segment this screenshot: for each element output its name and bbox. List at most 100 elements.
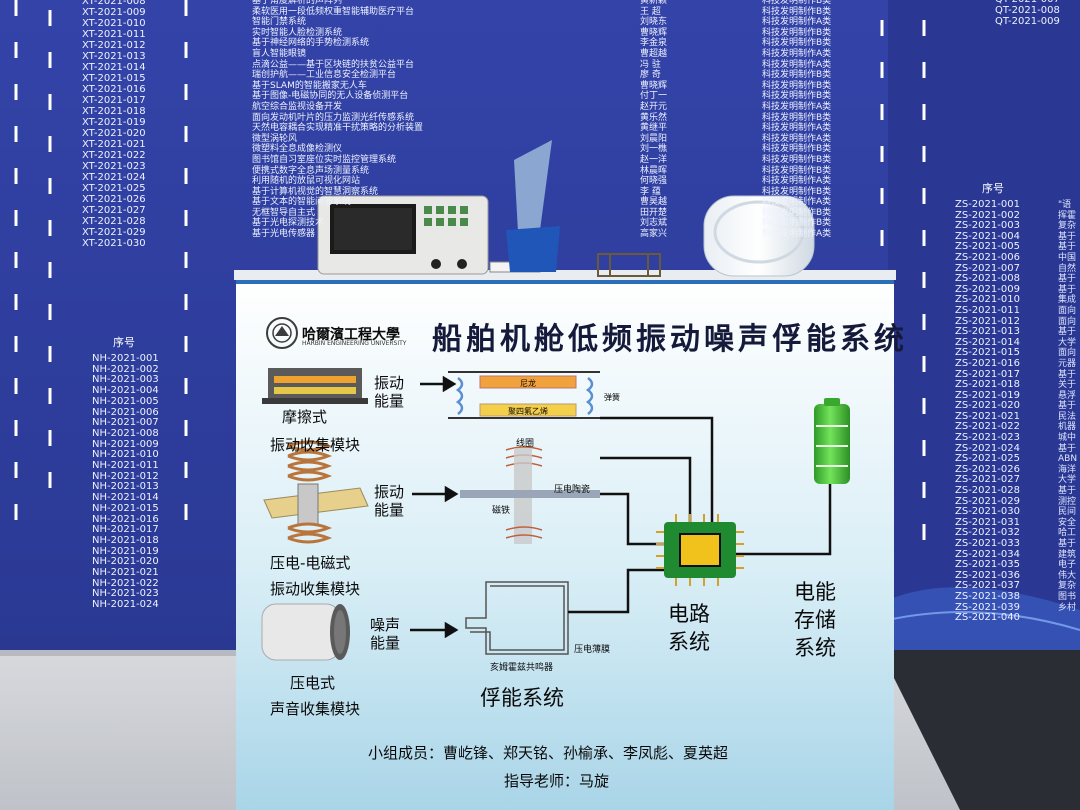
zs-side-text: "语 bbox=[1058, 200, 1072, 210]
zs-side-text: 民法 bbox=[1058, 411, 1077, 422]
nh-code: NH-2021-021 bbox=[92, 567, 159, 579]
zs-side-text: 基于 bbox=[1058, 284, 1077, 295]
nh-code: NH-2021-005 bbox=[92, 395, 159, 407]
backdrop-category-list: 科技发明制作B类科技发明制作B类科技发明制作A类科技发明制作B类科技发明制作B类… bbox=[762, 0, 831, 240]
zs-side-text: 自然 bbox=[1058, 263, 1077, 274]
participant-name: 黄乐然 bbox=[640, 112, 668, 123]
label-piezo-film: 压电薄膜 bbox=[574, 645, 611, 655]
zs-side-text: 悬浮 bbox=[1058, 390, 1077, 401]
zs-side-text: 乡村 bbox=[1058, 602, 1077, 613]
zs-code: ZS-2021-021 bbox=[955, 410, 1020, 422]
zs-side-text: 基于 bbox=[1058, 274, 1077, 285]
qt-code: QT-2021-009 bbox=[995, 16, 1060, 27]
zs-code: ZS-2021-027 bbox=[955, 474, 1020, 486]
participant-name: 廖 奇 bbox=[640, 70, 661, 81]
harvest-system-caption: 俘能系统 bbox=[480, 686, 564, 710]
project-category: 科技发明制作B类 bbox=[762, 80, 832, 91]
nh-code: NH-2021-023 bbox=[92, 588, 159, 600]
xt-code: XT-2021-015 bbox=[82, 73, 146, 84]
project-title: 无框智导自主式 bbox=[252, 207, 316, 218]
zs-code: ZS-2021-013 bbox=[955, 326, 1020, 338]
nh-code: NH-2021-008 bbox=[92, 427, 159, 439]
circuit-line2: 系统 bbox=[668, 630, 710, 654]
zs-code: ZS-2021-034 bbox=[955, 548, 1020, 560]
nh-code: NH-2021-006 bbox=[92, 406, 159, 418]
zs-side-text: 安全 bbox=[1058, 517, 1077, 528]
project-category: 科技发明制作A类 bbox=[762, 59, 832, 70]
project-category: 科技发明制作A类 bbox=[762, 123, 832, 134]
zs-side-text: 关于 bbox=[1058, 380, 1077, 391]
zs-side-text: 测控 bbox=[1058, 496, 1077, 507]
zs-side-text: 基于 bbox=[1058, 369, 1077, 380]
zs-code: ZS-2021-026 bbox=[955, 463, 1020, 475]
xt-code: XT-2021-009 bbox=[82, 7, 146, 18]
participant-name: 黄继平 bbox=[640, 123, 668, 134]
xt-code: XT-2021-025 bbox=[82, 183, 146, 194]
zs-side-text: 面向 bbox=[1058, 316, 1077, 327]
zs-code: ZS-2021-015 bbox=[955, 347, 1020, 359]
project-category: 科技发明制作A类 bbox=[762, 229, 832, 240]
nh-code: NH-2021-007 bbox=[92, 417, 159, 429]
project-title: 基于光电传感器 bbox=[252, 229, 316, 240]
storage-line2: 存储 bbox=[794, 608, 836, 632]
storage-line3: 系统 bbox=[794, 636, 836, 660]
advisor: 指导老师：马旋 bbox=[504, 772, 610, 790]
participant-name: 刘志斌 bbox=[640, 218, 668, 229]
participant-name: 曹昊越 bbox=[640, 197, 668, 208]
nh-code: NH-2021-002 bbox=[92, 363, 159, 375]
xt-code: XT-2021-012 bbox=[82, 40, 146, 51]
label-nylon: 尼龙 bbox=[520, 379, 536, 388]
nh-code: NH-2021-024 bbox=[92, 599, 159, 611]
zs-side-text: ABN bbox=[1058, 454, 1078, 465]
nh-code: NH-2021-001 bbox=[92, 353, 159, 364]
project-title: 基于计算机视觉的智慧洞察系统 bbox=[252, 186, 379, 197]
participant-name: 曹晓辉 bbox=[640, 27, 668, 38]
input2-line2: 能量 bbox=[374, 501, 405, 519]
dashed-decoration bbox=[14, 0, 926, 540]
participant-name: 刘晨阳 bbox=[640, 133, 668, 144]
backdrop-zs-side-list: "语挥霍复杂基于基于中国自然基于基于集成面向面向基于大学面向元器基于关于悬浮基于… bbox=[1058, 200, 1077, 613]
participant-name: 李 蕴 bbox=[640, 186, 661, 197]
project-title: 图书馆自习室座位实时监控管理系统 bbox=[252, 154, 397, 165]
nh-code: NH-2021-004 bbox=[92, 385, 159, 397]
zs-side-text: 基于 bbox=[1058, 486, 1077, 497]
participant-name: 田开楚 bbox=[640, 207, 668, 218]
participant-name: 黄新颖 bbox=[640, 0, 668, 6]
project-category: 科技发明制作B类 bbox=[762, 186, 832, 197]
zs-side-text: 哈工 bbox=[1058, 528, 1077, 539]
project-title: 实时智能人脸检测系统 bbox=[252, 27, 343, 38]
zs-side-text: 复杂 bbox=[1058, 581, 1077, 592]
team-members: 小组成员：曹屹锋、郑天铭、孙榆承、李凤彪、夏英超 bbox=[368, 744, 729, 762]
project-title: 柔软医用一段低频权重智能辅助医疗平台 bbox=[252, 6, 415, 17]
label-ptfe: 聚四氟乙烯 bbox=[508, 407, 548, 416]
project-title: 便携式数字全息声场测量系统 bbox=[252, 165, 370, 176]
participant-name: 付丁一 bbox=[640, 91, 668, 102]
zs-code: ZS-2021-005 bbox=[955, 241, 1020, 253]
zs-side-text: 面向 bbox=[1058, 305, 1077, 316]
zs-side-text: 城中 bbox=[1058, 433, 1077, 444]
prototype-device bbox=[597, 253, 661, 277]
nh-code: NH-2021-020 bbox=[92, 556, 159, 568]
participant-name: 赵一洋 bbox=[640, 154, 668, 165]
participant-name: 林晨晖 bbox=[640, 165, 668, 176]
project-title: 微塑料全息成像检测仪 bbox=[252, 144, 343, 155]
backdrop-name-list: 黄新颖王 超刘晓东曹晓辉李金泉曹超越冯 驻廖 奇曹晓辉付丁一赵开元黄乐然黄继平刘… bbox=[640, 0, 667, 240]
module3-desc: 声音收集模块 bbox=[270, 700, 361, 718]
xt-code: XT-2021-014 bbox=[82, 62, 146, 73]
project-title: 基于角度解析的声阵列 bbox=[252, 0, 343, 6]
input2-line1: 振动 bbox=[374, 483, 405, 501]
participant-name: 王 超 bbox=[640, 6, 661, 17]
project-title: 面向发动机叶片的压力监测光纤传感系统 bbox=[252, 112, 415, 123]
zs-code: ZS-2021-032 bbox=[955, 527, 1020, 539]
zs-side-text: 基于 bbox=[1058, 231, 1077, 242]
poster-title: 船舶机舱低频振动噪声俘能系统 bbox=[432, 322, 908, 357]
project-category: 科技发明制作A类 bbox=[762, 17, 832, 28]
zs-code: ZS-2021-014 bbox=[955, 336, 1020, 348]
nh-column-header: 序号 bbox=[113, 336, 135, 349]
nh-code: NH-2021-016 bbox=[92, 513, 159, 525]
zs-side-text: 集成 bbox=[1058, 295, 1077, 306]
zs-code: ZS-2021-023 bbox=[955, 432, 1020, 444]
